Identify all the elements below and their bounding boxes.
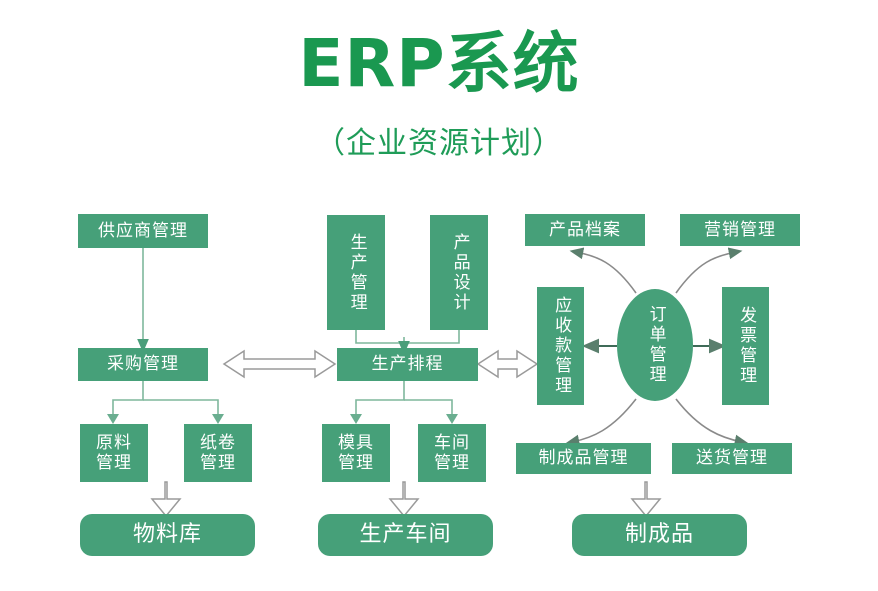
node-marketing-management[interactable]: 营销管理 [680, 214, 800, 246]
node-finished-goods-management[interactable]: 制成品管理 [516, 443, 651, 474]
node-material-warehouse[interactable]: 物料库 [80, 514, 255, 556]
hollow-double-arrow-right [476, 349, 539, 379]
node-supplier-management[interactable]: 供应商管理 [78, 214, 208, 248]
node-finished-goods[interactable]: 制成品 [572, 514, 747, 556]
node-workshop-management[interactable]: 车间 管理 [418, 424, 486, 482]
node-production-scheduling[interactable]: 生产排程 [337, 348, 478, 381]
node-raw-material-management[interactable]: 原料 管理 [80, 424, 148, 482]
node-order-management[interactable]: 订单管理 [617, 289, 693, 401]
hollow-double-arrow-left [222, 349, 337, 379]
node-purchasing-management[interactable]: 采购管理 [78, 348, 208, 381]
hollow-arrow-down-workshop [388, 481, 420, 518]
page-subtitle: （企业资源计划） [315, 126, 563, 161]
page-title: ERP系统 [298, 25, 580, 102]
node-production-workshop[interactable]: 生产车间 [318, 514, 493, 556]
node-product-design[interactable]: 产品设计 [430, 215, 488, 330]
node-production-management[interactable]: 生产管理 [327, 215, 385, 330]
node-invoice-management[interactable]: 发票管理 [722, 287, 769, 405]
hollow-arrow-down-finished [630, 481, 662, 518]
node-delivery-management[interactable]: 送货管理 [672, 443, 792, 474]
node-receivables-management[interactable]: 应收款管理 [537, 287, 584, 405]
hollow-arrow-down-material [150, 481, 182, 518]
node-paper-roll-management[interactable]: 纸卷 管理 [184, 424, 252, 482]
node-mold-management[interactable]: 模具 管理 [322, 424, 390, 482]
node-product-archive[interactable]: 产品档案 [525, 214, 645, 246]
